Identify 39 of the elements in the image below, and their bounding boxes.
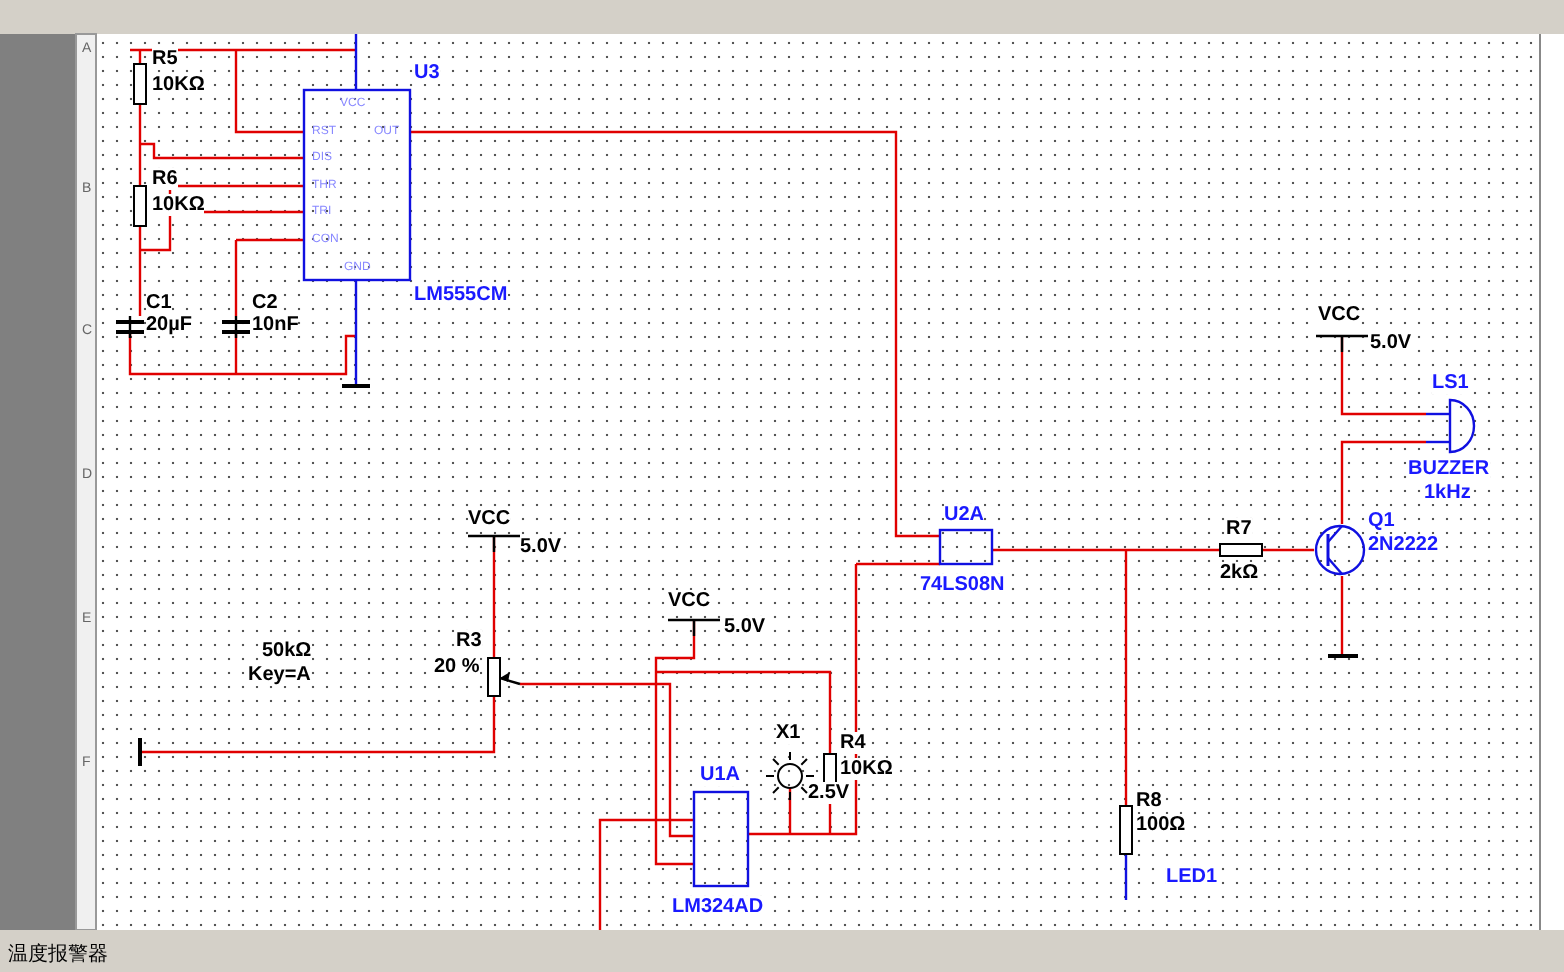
component-label: U3 (414, 62, 440, 84)
component-label: 5.0V (724, 616, 766, 638)
component-label: U1A (700, 764, 741, 786)
component-label: 100Ω (1136, 814, 1186, 836)
component-label: 10KΩ (152, 194, 205, 216)
component-label: R5 (152, 48, 178, 70)
tab-label: 温度报警器 (8, 944, 108, 966)
component-label: BUZZER (1408, 458, 1490, 480)
component-label: 10nF (252, 314, 299, 336)
component-label: Q1 (1368, 510, 1395, 532)
component-label: 10KΩ (840, 758, 893, 780)
component-label: 50kΩ (262, 640, 312, 662)
component-label: LED1 (1166, 866, 1218, 888)
component-label: R7 (1226, 518, 1252, 540)
component-label: 1kHz (1424, 482, 1471, 504)
component-label: 5.0V (520, 536, 562, 558)
component-label: R8 (1136, 790, 1162, 812)
component-label: LM324AD (672, 896, 764, 918)
component-label: 5.0V (1370, 332, 1412, 354)
component-label: R6 (152, 168, 178, 190)
component-label: LM555CM (414, 284, 508, 306)
component-label: LS1 (1432, 372, 1469, 394)
component-label: R3 (456, 630, 482, 652)
component-label: 74LS08N (920, 574, 1005, 596)
component-label: 2.5V (808, 782, 850, 804)
component-label: Key=A (248, 664, 311, 686)
component-label: C1 (146, 292, 172, 314)
component-label: X1 (776, 722, 801, 744)
component-label: VCC (668, 590, 711, 612)
component-label: VCC (468, 508, 511, 530)
component-label: R4 (840, 732, 866, 754)
component-label: U2A (944, 504, 985, 526)
component-label: 2kΩ (1220, 562, 1259, 584)
component-label: 10KΩ (152, 74, 205, 96)
component-label: VCC (1318, 304, 1361, 326)
component-label: 2N2222 (1368, 534, 1439, 556)
component-label: 20 % (434, 656, 480, 678)
component-label: 20µF (146, 314, 192, 336)
component-label: C2 (252, 292, 278, 314)
